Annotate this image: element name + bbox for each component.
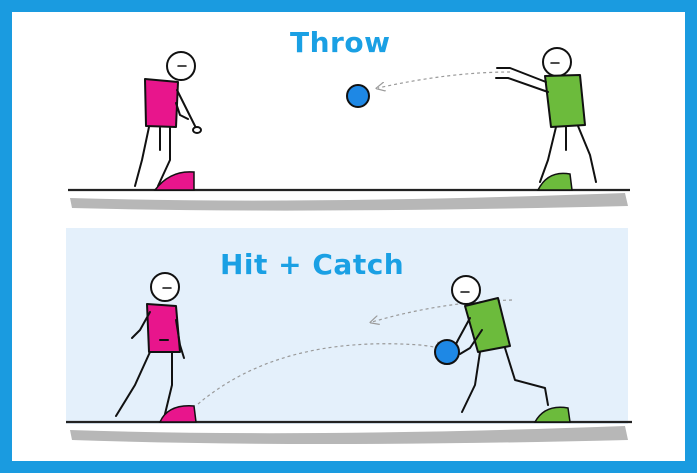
hit-trajectory — [198, 344, 438, 404]
ball-bottom — [435, 340, 459, 364]
throw-scene — [68, 48, 630, 211]
green-player-top — [496, 48, 596, 182]
green-player-bottom — [452, 276, 548, 412]
hit-catch-scene — [66, 273, 632, 444]
pink-player-top — [135, 52, 201, 186]
green-cone-bottom — [535, 407, 570, 422]
ground-line-top — [68, 190, 630, 211]
ball-top — [347, 85, 369, 107]
ground-line-bottom — [66, 422, 632, 444]
pink-player-bottom — [116, 273, 184, 416]
throw-trajectory — [378, 72, 510, 88]
